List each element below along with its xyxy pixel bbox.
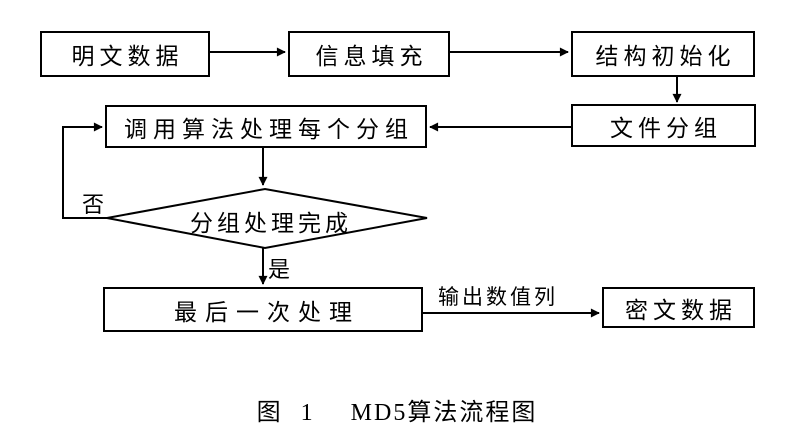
node-plaintext-data: 明文数据: [40, 31, 210, 77]
node-file-grouping: 文件分组: [571, 104, 756, 147]
arrow-decision-no-loop: [62, 122, 107, 219]
node-structure-init: 结构初始化: [571, 31, 755, 77]
decision-diamond-shape: [106, 187, 428, 250]
node-ciphertext-data: 密文数据: [602, 287, 755, 328]
node-final-processing: 最后一次处理: [103, 287, 423, 332]
node-decision-group-done: 分组处理完成: [190, 211, 352, 236]
edge-label-yes: 是: [268, 257, 291, 282]
edge-label-no: 否: [82, 192, 105, 217]
node-message-padding: 信息填充: [288, 31, 450, 77]
edge-label-output-sequence: 输出数值列: [438, 285, 558, 309]
figure-caption: 图 1 MD5算法流程图: [256, 400, 538, 426]
node-process-each-group: 调用算法处理每个分组: [105, 105, 427, 148]
